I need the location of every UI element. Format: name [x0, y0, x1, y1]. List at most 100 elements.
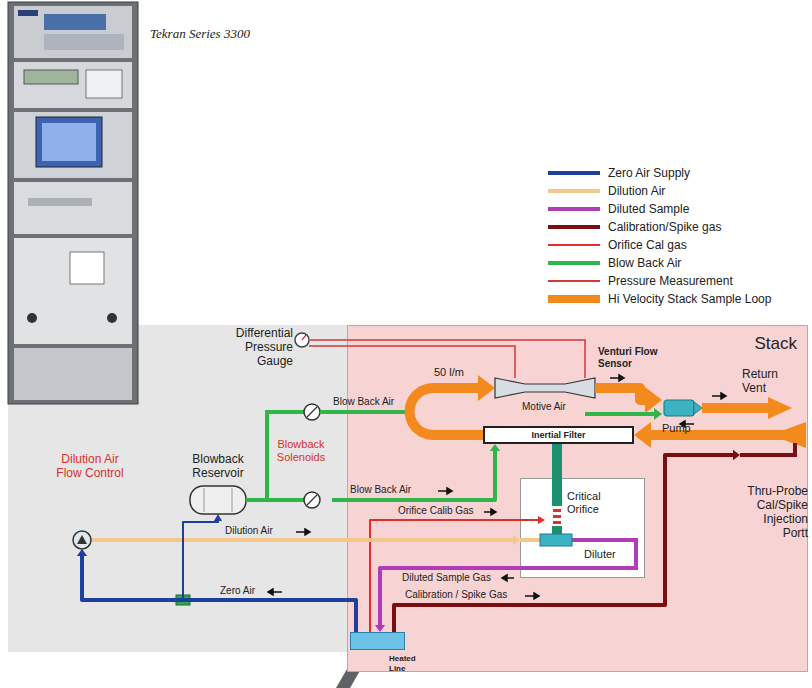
connector-line	[310, 340, 585, 378]
text-holder: Hi Velocity Stack Sample Loop	[608, 292, 771, 306]
motive-air-line	[585, 412, 655, 416]
rack-strip	[28, 198, 92, 206]
text-holder: Critical Orifice	[567, 490, 622, 516]
connector	[77, 549, 356, 632]
reservoir-seam	[204, 488, 205, 512]
legend-swatch	[548, 261, 600, 265]
legend-swatch	[548, 207, 600, 211]
heated-line: Heated Line	[350, 632, 405, 650]
connector	[634, 422, 740, 448]
annotation-label: Motive Air	[522, 401, 566, 413]
pump-body	[664, 400, 694, 416]
rack-panel	[14, 238, 132, 344]
connector-line	[552, 444, 562, 486]
connector-line	[332, 449, 495, 500]
rack-panel	[14, 6, 132, 58]
gauge-dial	[295, 333, 309, 347]
legend-label: Hi Velocity Stack Sample Loop	[608, 292, 771, 306]
node-label: Stack	[754, 334, 797, 354]
edge-label: Dilution Air	[225, 525, 273, 537]
node-label: Blowback Solenoids	[270, 438, 332, 464]
vent-arrow	[742, 397, 792, 419]
analyzer-rack	[8, 2, 138, 404]
text-holder: Differential Pressure Gauge	[215, 326, 293, 368]
blowback-reservoir: Blowback Reservoir	[190, 486, 246, 514]
flow-arrow	[684, 423, 694, 425]
flow-arrow	[680, 421, 685, 427]
connector-line	[246, 498, 258, 502]
rack-panel	[14, 112, 132, 178]
text-holder: Pressure Measurement	[608, 274, 733, 288]
connector-line	[380, 568, 520, 627]
flow-arrow	[721, 393, 726, 399]
instrument-area	[8, 325, 347, 652]
flow-arrow	[305, 529, 310, 535]
venturi-flow-sensor: Venturi Flow Sensor	[495, 378, 595, 398]
connector	[410, 375, 496, 435]
arrowhead	[634, 422, 651, 448]
inertial-filter: Inertial Filter	[483, 426, 634, 444]
solenoid-valve	[304, 492, 320, 508]
rack-strip	[44, 34, 124, 50]
node-label: Diluter	[584, 548, 636, 561]
legend-swatch	[548, 189, 600, 193]
text-holder: Return Vent	[742, 367, 798, 395]
text-holder: Blowback Solenoids	[270, 438, 332, 464]
text-holder: Diluted Sample	[608, 202, 689, 216]
text-holder: Dilution Air	[225, 525, 273, 537]
rack-panel	[14, 62, 132, 108]
rack-display-glass	[42, 123, 96, 161]
annotation-label: 50 l/m	[434, 366, 464, 379]
blowback-pipe	[258, 498, 304, 502]
text-holder: Dilution Air Flow Control	[50, 452, 130, 480]
rack-knob	[107, 313, 117, 323]
legend-label: Dilution Air	[608, 184, 665, 198]
connector	[183, 514, 356, 632]
flow-arrow	[502, 575, 507, 581]
text-holder: Calibration/Spike gas	[608, 220, 721, 234]
connector	[332, 444, 500, 500]
legend-swatch	[548, 280, 600, 282]
connector	[140, 535, 520, 545]
node-label: Dilution Air Flow Control	[50, 452, 130, 480]
edge-label: Calibration / Spike Gas	[405, 589, 507, 601]
node-label: Heated Line	[389, 654, 431, 674]
text-holder: Blow Back Air	[350, 484, 411, 496]
node-label: Blowback Reservoir	[184, 452, 252, 480]
diluter-tee	[540, 534, 572, 546]
connector	[246, 500, 258, 501]
solenoid-stem	[307, 495, 317, 505]
text-holder: Blow Back Air	[608, 256, 681, 270]
sample-inlet	[740, 430, 786, 440]
flow-arrow	[491, 509, 496, 515]
connector	[557, 444, 558, 486]
node-label: Pump	[662, 422, 706, 435]
rack-keypad	[70, 252, 104, 284]
flow-arrow	[619, 375, 624, 381]
edge-label: Diluted Sample Gas	[402, 572, 491, 584]
dilution-pipe	[91, 538, 140, 542]
pump-symbol	[662, 396, 702, 420]
dilution-air-line	[520, 538, 541, 542]
annotation-label: Blow Back Air	[333, 396, 394, 408]
rack-lcd	[24, 70, 78, 84]
probe-injection-port: Thru-Probe Cal/Spike Injection Portt	[740, 424, 808, 540]
arrowhead	[478, 375, 495, 401]
node-label: Inertial Filter	[485, 428, 632, 442]
text-holder: Orifice Calib Gas	[398, 505, 474, 517]
text-holder: Blowback Reservoir	[184, 452, 252, 480]
blowback-line	[320, 410, 405, 414]
node-label: Thru-Probe Cal/Spike Injection Portt	[740, 484, 808, 540]
text-holder: Venturi Flow Sensor	[598, 346, 660, 370]
pump-nozzle	[694, 402, 702, 414]
flow-meter	[73, 531, 91, 549]
rack-knob	[27, 313, 37, 323]
connector-line	[595, 388, 650, 400]
text-holder: Diluted Sample Gas	[402, 572, 491, 584]
edge-label: Blow Back Air	[350, 484, 411, 496]
legend-swatch	[548, 295, 600, 303]
pressure-line	[309, 346, 515, 378]
connector-line	[410, 388, 484, 435]
